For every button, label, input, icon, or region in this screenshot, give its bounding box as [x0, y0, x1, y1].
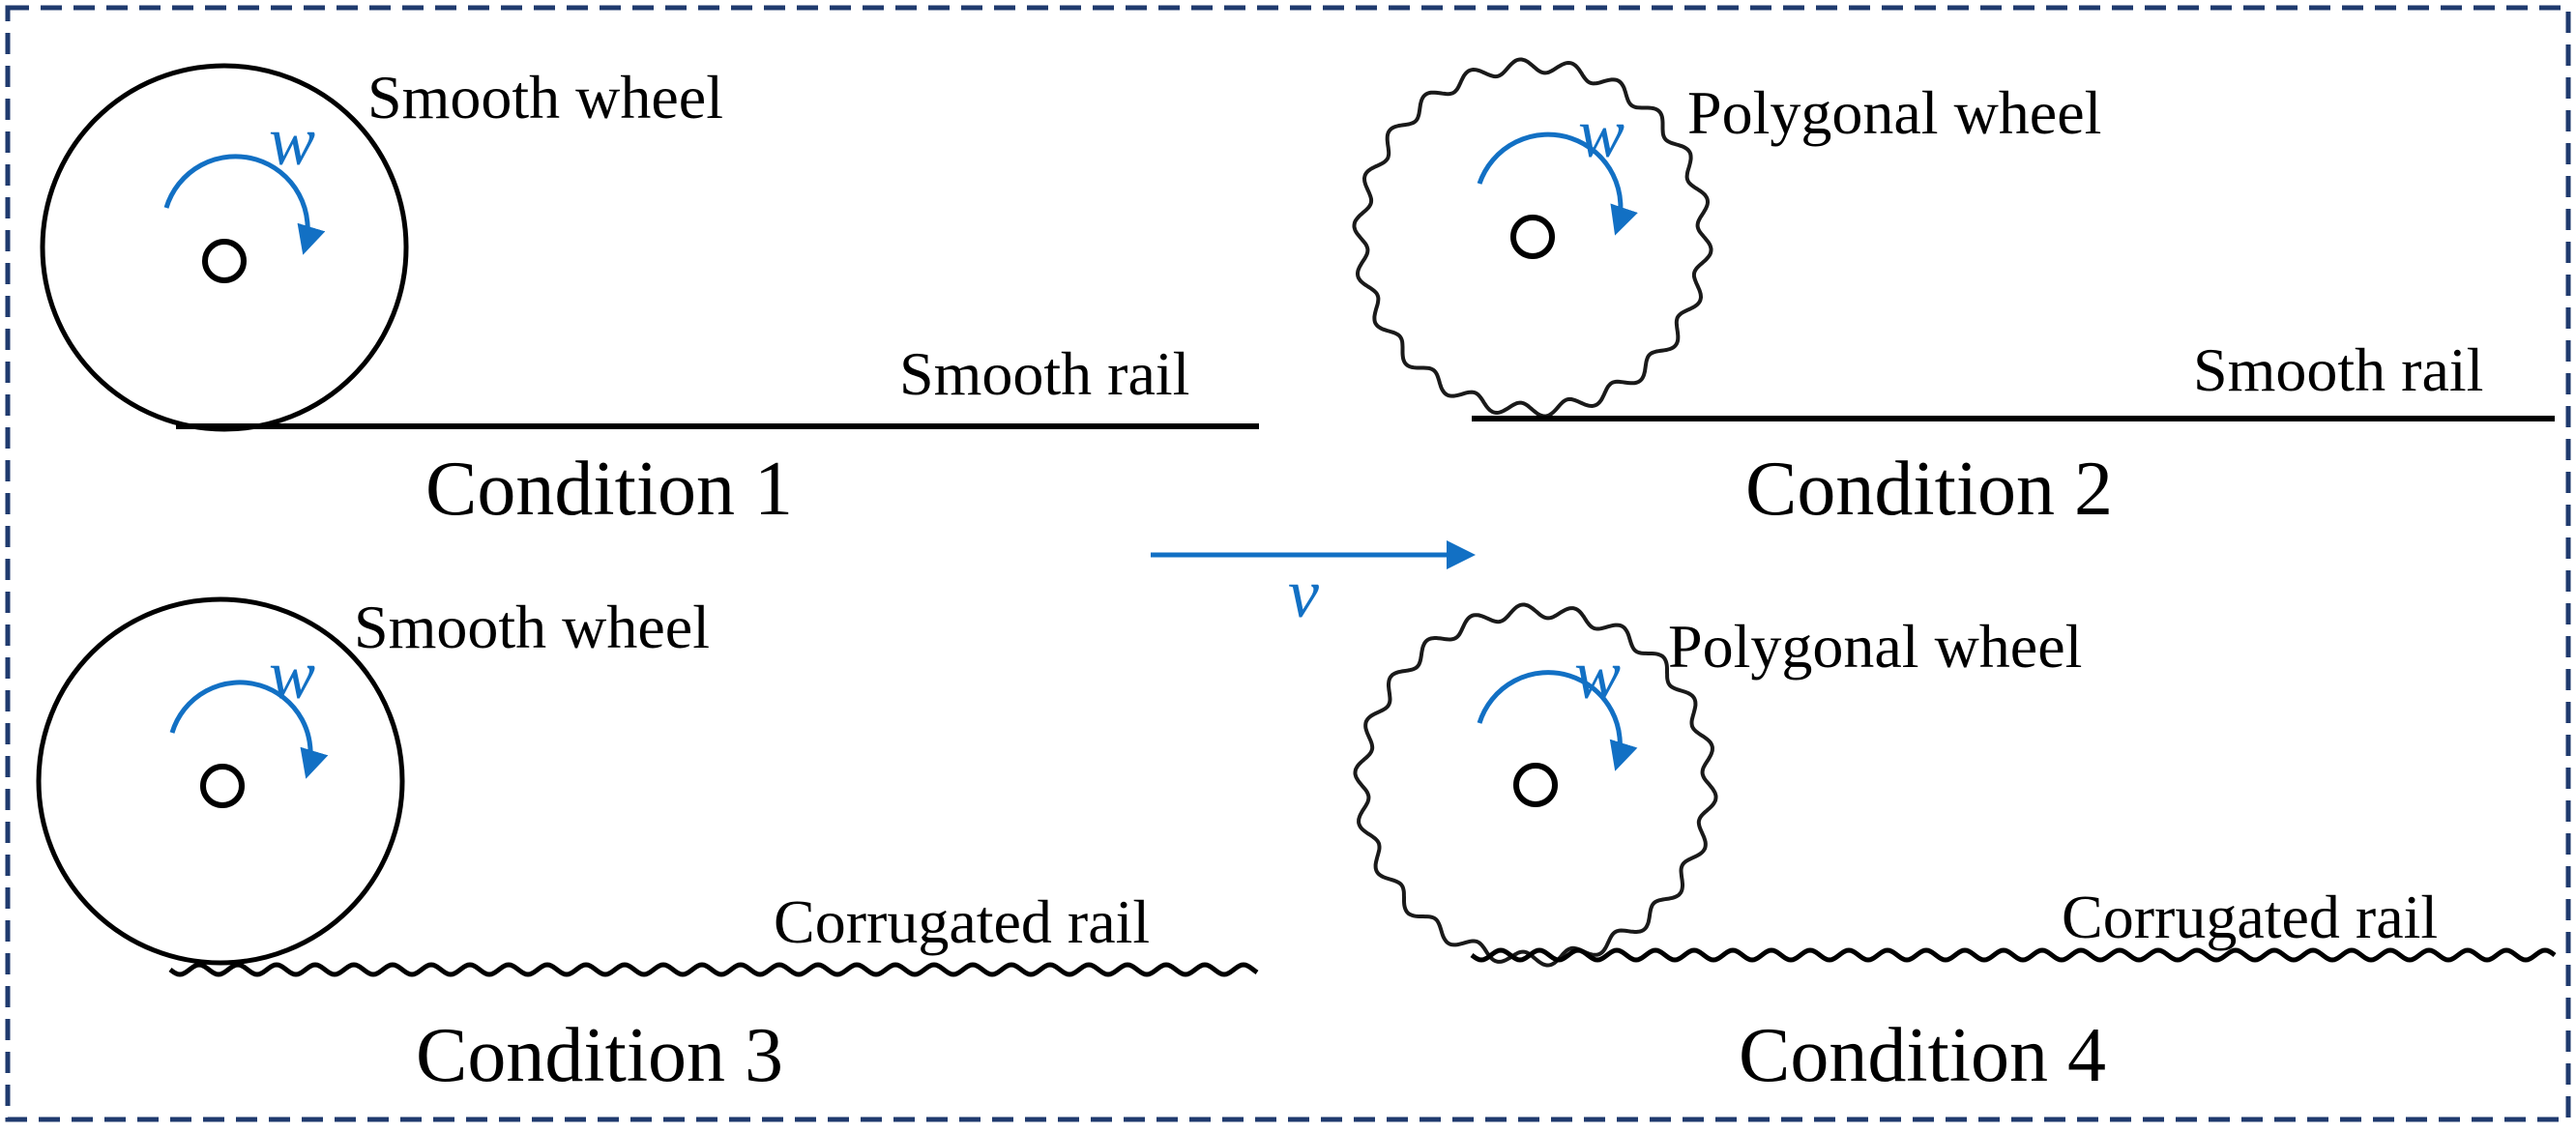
- condition-caption: Condition 4: [1739, 1013, 2106, 1098]
- wheel-label: Polygonal wheel: [1668, 612, 2082, 681]
- wheel-label: Smooth wheel: [354, 593, 710, 661]
- wheel-axle: [202, 239, 247, 283]
- smooth-wheel: [36, 596, 405, 966]
- velocity-indicator: v: [1151, 540, 1476, 632]
- wheel-label: Smooth wheel: [367, 63, 723, 131]
- rotation-symbol: w: [269, 102, 315, 180]
- polygonal-wheel: [1353, 602, 1718, 968]
- polygonal-wheel: [1352, 57, 1713, 419]
- rotation-arrow: [169, 680, 329, 779]
- wheel-label: Polygonal wheel: [1687, 78, 2101, 147]
- rail-label: Smooth rail: [2193, 335, 2483, 404]
- condition-2-panel: w Polygonal wheel Smooth rail Condition …: [1352, 57, 2555, 532]
- rotation-arrow: [163, 154, 326, 255]
- condition-caption: Condition 1: [425, 447, 793, 532]
- condition-1-panel: w Smooth wheel Smooth rail Condition 1: [40, 63, 1259, 532]
- corrugated-rail: [1470, 947, 2557, 963]
- rotation-symbol: w: [1578, 95, 1625, 172]
- corrugated-rail: [168, 962, 1259, 977]
- rail-label: Smooth rail: [899, 339, 1189, 408]
- rotation-symbol: w: [1574, 636, 1621, 713]
- condition-caption: Condition 2: [1745, 447, 2113, 532]
- rotation-arrow: [1477, 131, 1638, 236]
- wheel-axle: [1513, 763, 1558, 807]
- wheel-axle: [200, 764, 245, 808]
- velocity-symbol: v: [1288, 555, 1319, 632]
- smooth-wheel: [40, 63, 409, 432]
- wheel-axle: [1510, 215, 1555, 259]
- condition-4-panel: w Polygonal wheel Corrugated rail Condit…: [1353, 602, 2557, 1098]
- rail-label: Corrugated rail: [774, 887, 1150, 956]
- rotation-arrow: [1477, 670, 1638, 771]
- rail-label: Corrugated rail: [2062, 883, 2438, 951]
- dashed-frame: [5, 5, 2571, 1122]
- condition-3-panel: w Smooth wheel Corrugated rail Condition…: [36, 593, 1259, 1098]
- rotation-symbol: w: [269, 636, 315, 713]
- condition-caption: Condition 3: [416, 1013, 783, 1098]
